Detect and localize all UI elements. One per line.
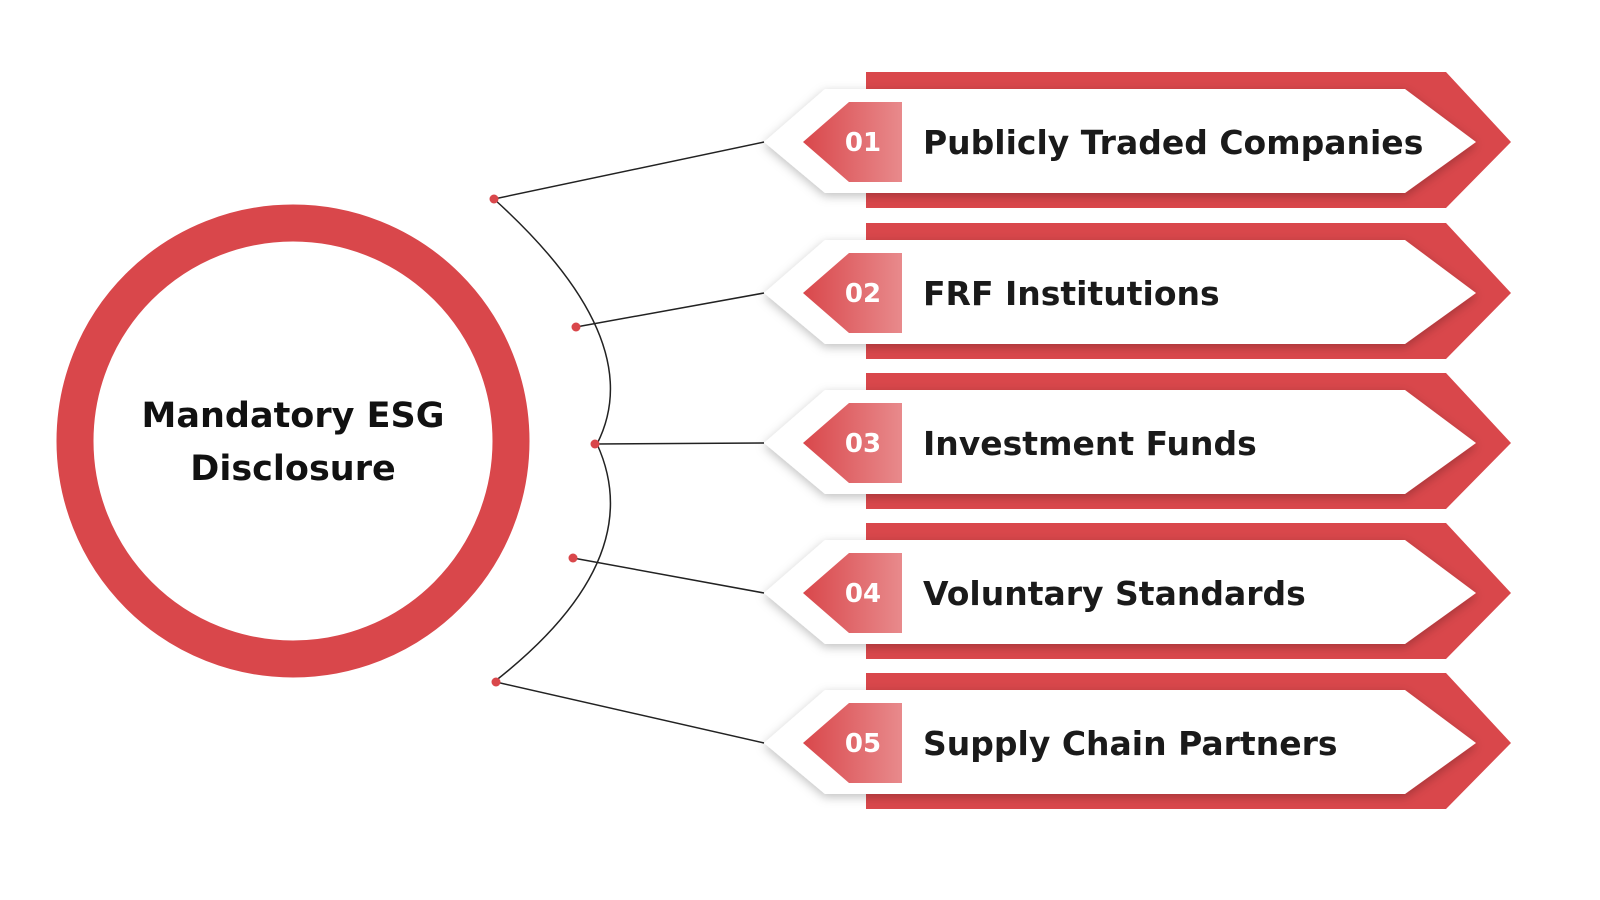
item-label: Supply Chain Partners (923, 724, 1338, 763)
connector-dot (590, 439, 600, 449)
connector-dot (489, 194, 499, 204)
connector-dot (571, 322, 581, 332)
connector-line (594, 442, 765, 445)
item-banner: 05 Supply Chain Partners (764, 673, 1511, 809)
connector-line (575, 292, 765, 328)
center-title-line1: Mandatory ESG (142, 396, 445, 436)
item-number: 02 (845, 279, 881, 309)
item-banner-front (764, 240, 1476, 344)
item-number-tab (803, 553, 902, 633)
item-label: Publicly Traded Companies (923, 123, 1423, 162)
connector-line (493, 141, 765, 200)
item-list: 01 Publicly Traded Companies 02 FRF Institu… (764, 72, 1511, 809)
item-number-tab (803, 403, 902, 483)
item-banner-front (764, 690, 1476, 794)
connectors (489, 141, 765, 744)
connector-dot (491, 677, 501, 687)
item-banner: 01 Publicly Traded Companies (764, 72, 1511, 208)
item-banner: 03 Investment Funds (764, 373, 1511, 509)
item-banner: 02 FRF Institutions (764, 223, 1511, 359)
connector-line (572, 557, 765, 594)
item-number-tab (803, 253, 902, 333)
item-number: 04 (845, 579, 881, 609)
item-label: Investment Funds (923, 424, 1257, 463)
item-label: Voluntary Standards (923, 574, 1306, 613)
item-number-tab (803, 703, 902, 783)
connector-line (495, 681, 765, 744)
item-banner-front (764, 89, 1476, 193)
item-number: 03 (845, 429, 881, 459)
item-number-tab (803, 102, 902, 182)
center-title-line2: Disclosure (190, 449, 395, 489)
item-banner-front (764, 540, 1476, 644)
item-label: FRF Institutions (923, 274, 1220, 313)
connector-dot (568, 553, 578, 563)
item-number: 01 (845, 128, 881, 158)
item-banner: 04 Voluntary Standards (764, 523, 1511, 659)
center-ring (56, 204, 530, 678)
item-number: 05 (845, 729, 881, 759)
item-banner-front (764, 390, 1476, 494)
